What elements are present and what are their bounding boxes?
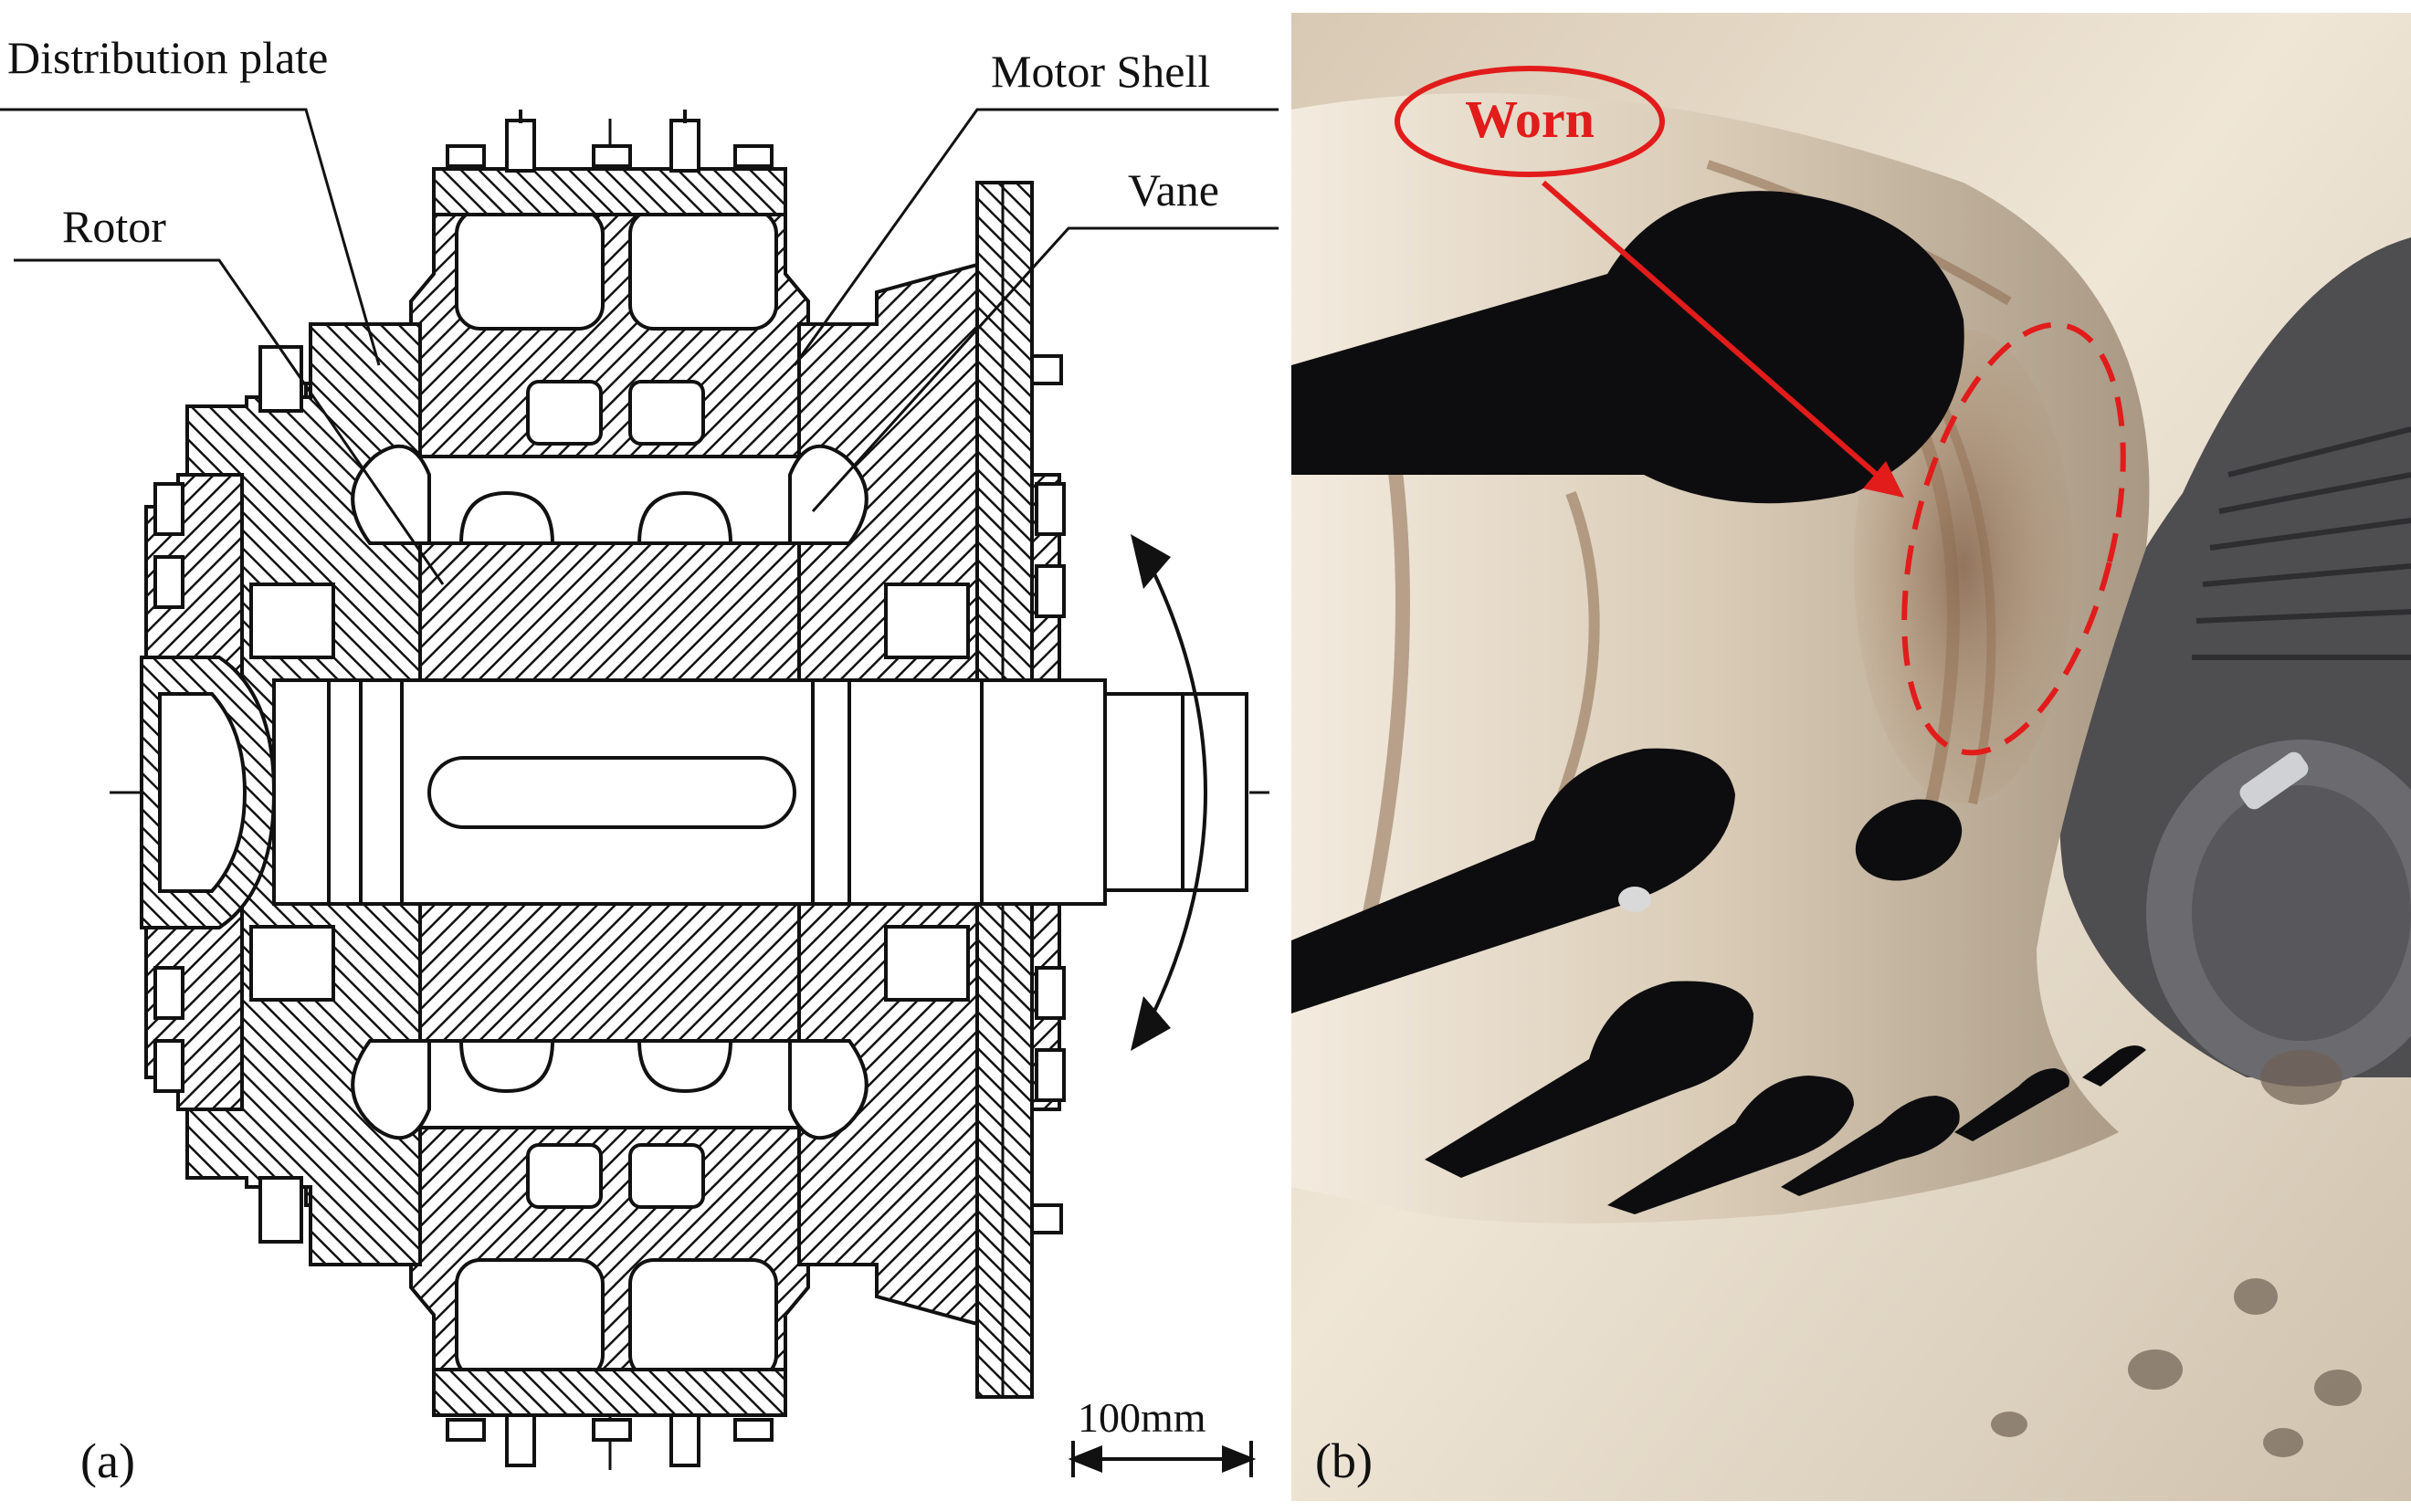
worn-region-highlight <box>1901 321 2126 756</box>
bottom-bolts <box>446 1413 774 1467</box>
scale-bar-label: 100mm <box>1078 1394 1206 1441</box>
worn-label: Worn <box>1465 89 1595 149</box>
right-side-bolts <box>1030 354 1066 1234</box>
panel-b-label: (b) <box>1315 1433 1373 1488</box>
panel-b-photograph <box>1291 13 2411 1501</box>
callout-leaders <box>0 108 1279 585</box>
panel-a-cross-section: Distribution plate Rotor Motor Shell Van… <box>0 32 1279 1488</box>
top-bolts <box>446 110 774 173</box>
worn-arrow <box>1542 180 1879 478</box>
shaft-keyway <box>427 756 796 829</box>
bearings <box>249 583 970 1002</box>
callout-motor-shell: Motor Shell <box>991 46 1210 97</box>
scale-bar <box>1068 1441 1257 1477</box>
callout-distribution-plate: Distribution plate <box>7 32 328 83</box>
worn-annotation: Worn <box>1395 66 2126 756</box>
worn-label-ellipse <box>1395 66 1665 177</box>
callout-rotor: Rotor <box>62 201 166 252</box>
photo-floor-stains <box>1991 1050 2362 1457</box>
panel-a-label: (a) <box>80 1433 135 1488</box>
photo-port-slots <box>1291 191 2146 1214</box>
left-side-bolts <box>153 345 303 1244</box>
rotation-arrow <box>1140 547 1207 1038</box>
callout-vane: Vane <box>1128 164 1219 215</box>
